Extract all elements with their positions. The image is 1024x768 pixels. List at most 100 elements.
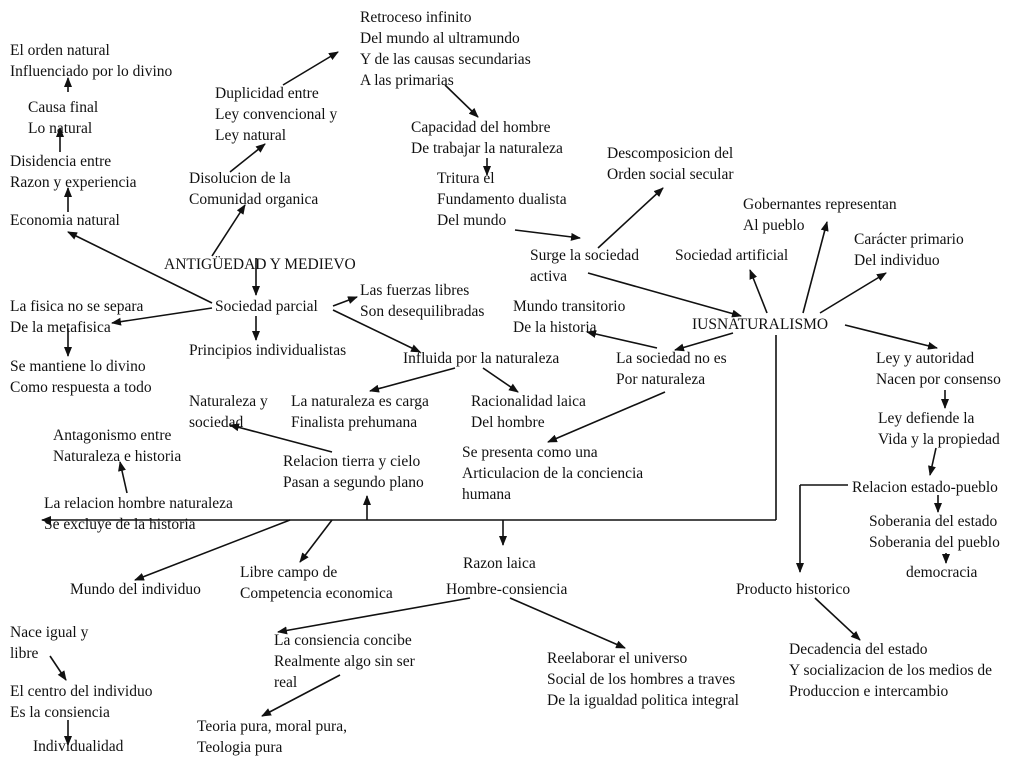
arrow: [482, 367, 519, 393]
node-text-line: Social de los hombres a traves: [547, 671, 736, 688]
node-text-line: Son desequilibradas: [360, 303, 485, 320]
node-text-line: La relacion hombre naturaleza: [44, 495, 233, 512]
node-text-line: El centro del individuo: [10, 683, 153, 700]
node-text-line: Comunidad organica: [189, 191, 319, 208]
node-text-line: Fundamento dualista: [437, 191, 567, 208]
node-text-line: Realmente algo sin ser: [274, 653, 415, 670]
node-text-line: IUSNATURALISMO: [692, 316, 829, 333]
node-text-line: De la metafisica: [10, 319, 111, 336]
node-text-line: Sociedad parcial: [215, 298, 318, 315]
arrow: [819, 272, 887, 314]
arrow: [67, 231, 213, 304]
node-text-line: A las primarias: [360, 72, 454, 89]
node-text-line: Antagonismo entre: [53, 427, 172, 444]
node-text-line: Hombre-consiencia: [446, 581, 568, 598]
node-text-line: humana: [462, 486, 512, 503]
node-text-line: Ley y autoridad: [876, 350, 975, 367]
node-text-line: Influenciado por lo divino: [10, 63, 173, 80]
node-economia: Economia natural: [10, 210, 120, 231]
node-teoria: Teoria pura, moral pura,Teologia pura: [197, 716, 347, 758]
node-text-line: Pasan a segundo plano: [283, 474, 424, 491]
node-text-line: Finalista prehumana: [291, 414, 418, 431]
node-estado: Relacion estado-pueblo: [852, 477, 998, 498]
arrow: [749, 269, 768, 314]
arrow: [229, 423, 333, 453]
node-text-line: Producto historico: [736, 581, 851, 598]
node-text-line: Influida por la naturaleza: [403, 350, 560, 367]
node-relhombre: La relacion hombre naturaleza Se excluye …: [44, 493, 233, 535]
arrow: [814, 597, 861, 641]
node-producto: Producto historico: [736, 579, 850, 600]
node-text-line: Competencia economica: [240, 585, 393, 602]
node-antiguedad: ANTIGÜEDAD Y MEDIEVO: [164, 254, 356, 275]
node-influida: Influida por la naturaleza: [403, 348, 559, 369]
arrow: [49, 655, 67, 681]
node-text-line: Tritura el: [437, 170, 495, 187]
node-text-line: Individualidad: [33, 738, 124, 755]
node-text-line: Se mantiene lo divino: [10, 358, 146, 375]
node-text-line: De la igualdad politica integral: [547, 692, 739, 709]
node-text-line: Ley convencional y: [215, 106, 338, 123]
node-text-line: Soberania del pueblo: [869, 534, 1000, 551]
arrow: [299, 519, 333, 563]
node-nace: Nace igual y libre: [10, 622, 88, 664]
node-text-line: Del hombre: [471, 414, 545, 431]
arrow: [111, 307, 213, 326]
node-text-line: El orden natural: [10, 42, 110, 59]
node-text-line: Decadencia del estado: [789, 641, 928, 658]
arrow: [211, 204, 246, 257]
node-text-line: Al pueblo: [743, 217, 805, 234]
node-text-line: Mundo transitorio: [513, 298, 626, 315]
node-text-line: libre: [10, 645, 39, 662]
node-parcial: Sociedad parcial: [215, 296, 318, 317]
node-democracia: democracia: [906, 562, 977, 583]
node-text-line: Capacidad del hombre: [411, 119, 551, 136]
node-text-line: Surge la sociedad: [530, 247, 640, 264]
node-text-line: Como respuesta a todo: [10, 379, 152, 396]
node-principios: Principios individualistas: [189, 340, 346, 361]
node-text-line: sociedad: [189, 414, 244, 431]
arrow: [586, 330, 658, 349]
node-text-line: Razon laica: [463, 555, 536, 572]
node-text-line: Mundo del individuo: [70, 581, 201, 598]
node-text-line: La sociedad no es: [616, 350, 727, 367]
node-text-line: Se presenta como una: [462, 444, 598, 461]
node-text-line: Disolucion de la: [189, 170, 291, 187]
arrow: [597, 187, 664, 249]
node-text-line: Nacen por consenso: [876, 371, 1001, 388]
arrow: [674, 332, 734, 352]
node-text-line: Causa final: [28, 99, 99, 116]
node-text-line: Se excluye de la historia: [44, 516, 196, 533]
node-individualidad: Individualidad: [33, 736, 123, 757]
arrow: [332, 296, 358, 307]
arrow: [514, 229, 581, 241]
node-text-line: Por naturaleza: [616, 371, 706, 388]
node-text-line: Nace igual y: [10, 624, 89, 641]
node-noes: La sociedad no es Por naturaleza: [616, 348, 727, 390]
node-text-line: Razon y experiencia: [10, 174, 137, 191]
node-hombrecons: Hombre-consiencia: [446, 579, 567, 600]
node-text-line: Reelaborar el universo: [547, 650, 688, 667]
arrow: [332, 309, 421, 353]
node-text-line: Vida y la propiedad: [878, 431, 1000, 448]
